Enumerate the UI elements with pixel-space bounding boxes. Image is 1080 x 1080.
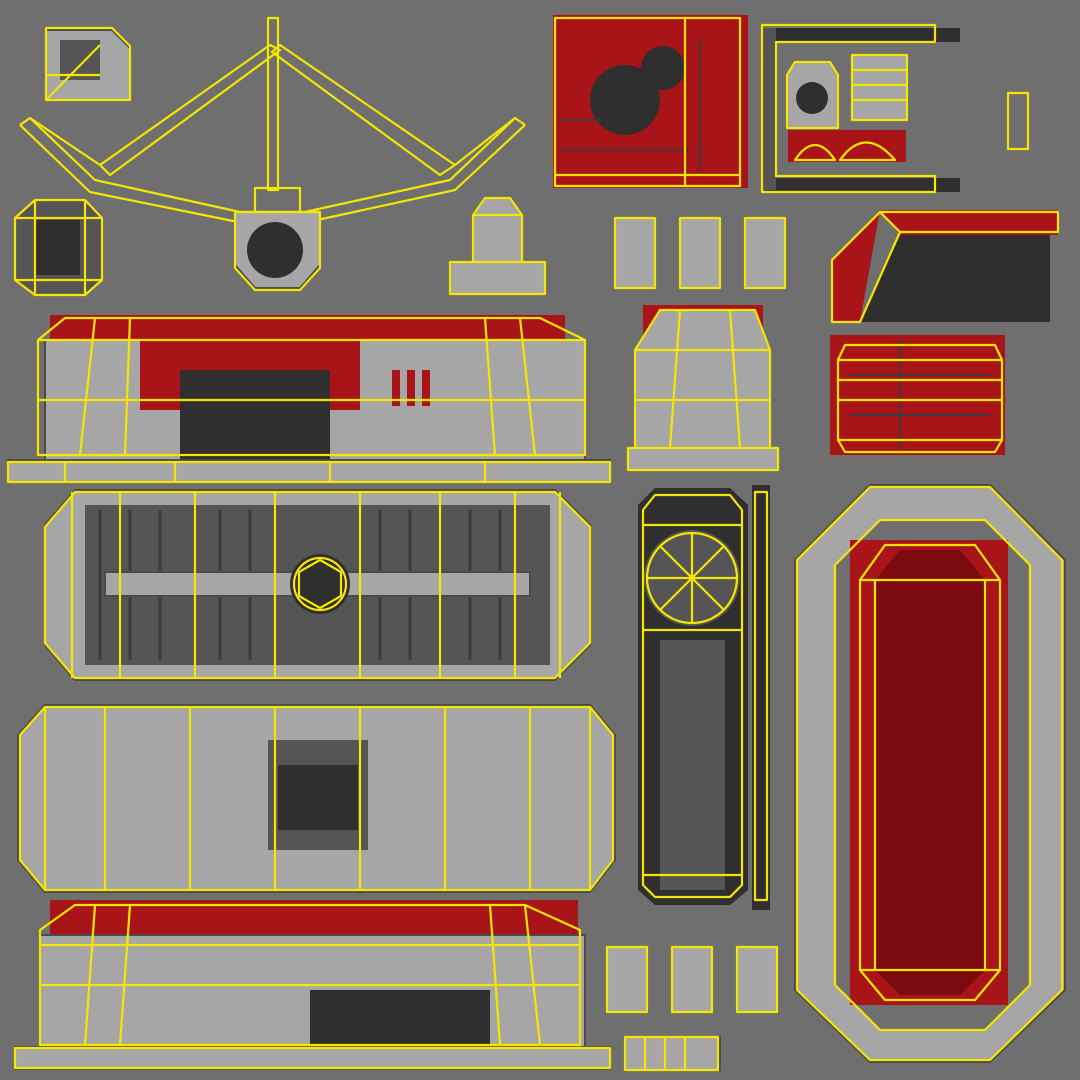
large-console <box>6 315 612 484</box>
vertical-column <box>638 488 748 905</box>
red-box <box>830 335 1005 455</box>
wedge-panel <box>830 210 1060 324</box>
antenna-frame <box>19 16 526 292</box>
small-rail <box>623 1035 721 1072</box>
small-slot <box>1006 91 1030 151</box>
small-bracket <box>448 196 547 296</box>
bottom-console <box>13 900 612 1070</box>
vent-housing <box>760 23 960 194</box>
red-panel <box>553 15 748 188</box>
oval-ring <box>794 484 1066 1063</box>
octagon-cap <box>13 198 104 297</box>
grey-hull <box>17 704 616 893</box>
small-tiles-bottom <box>605 945 779 1014</box>
corner-cap <box>44 26 132 102</box>
ribbed-deck <box>43 489 592 681</box>
small-tiles-top <box>613 216 787 290</box>
thin-strip <box>752 485 770 910</box>
medium-console <box>626 305 780 472</box>
